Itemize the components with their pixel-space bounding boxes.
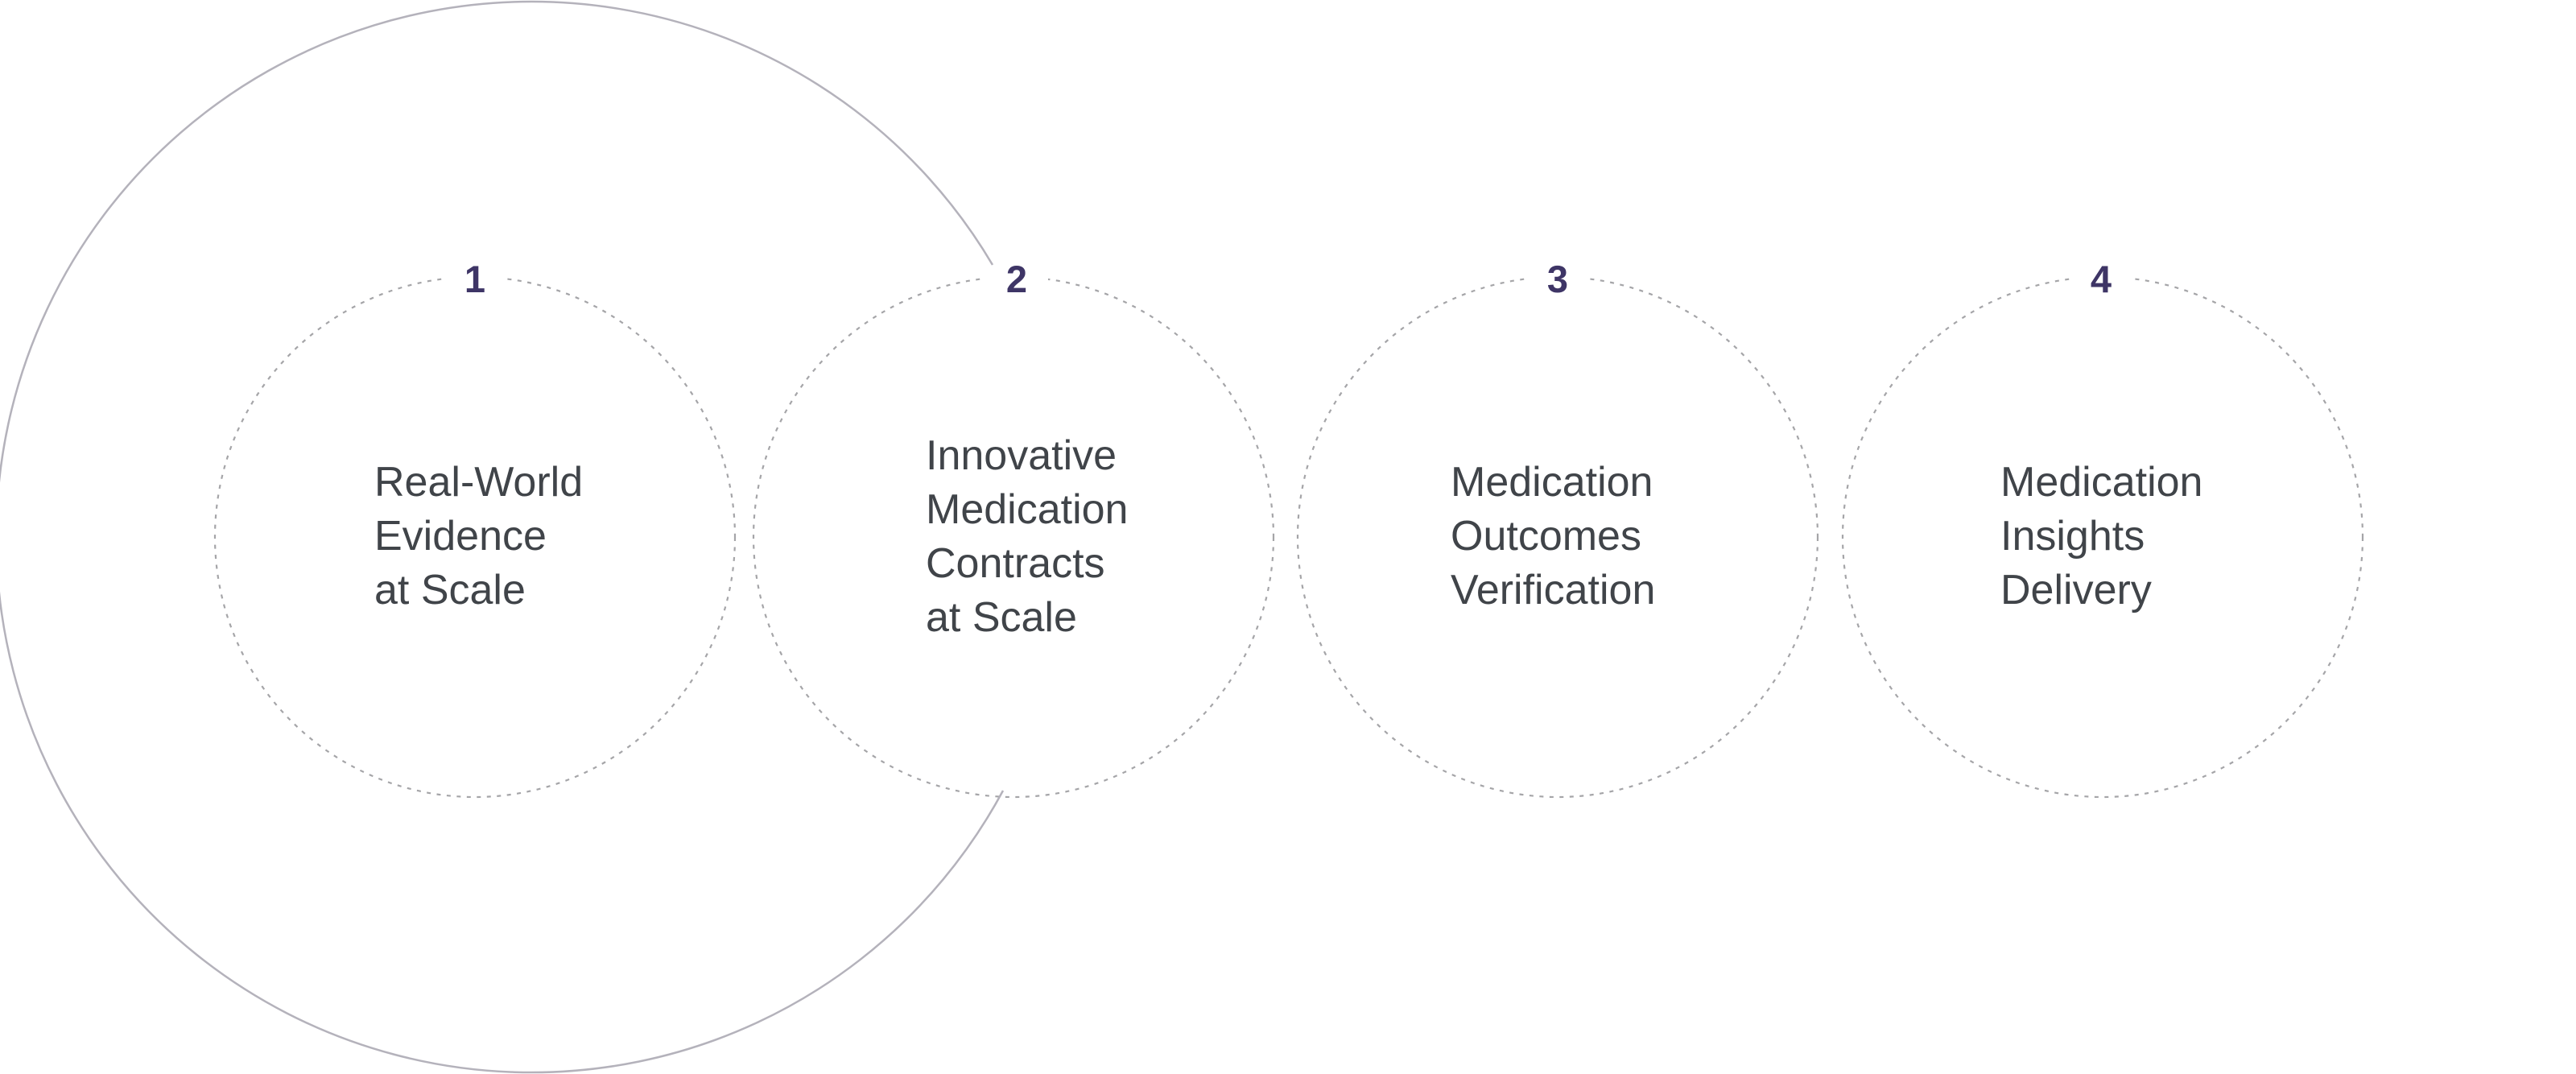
step-2-label: Innovative Medication Contracts at Scale	[926, 432, 1128, 641]
step-2-label-line-4: at Scale	[926, 594, 1077, 641]
step-2-number: 2	[1006, 258, 1027, 300]
step-3-circle	[1296, 275, 1819, 799]
step-4-number-patch	[2073, 254, 2132, 303]
step-2-label-line-1: Innovative	[926, 432, 1117, 479]
step-1-number: 1	[464, 258, 485, 300]
step-2-label-line-2: Medication	[926, 486, 1128, 533]
step-3-number-patch	[1528, 254, 1587, 303]
step-2-number-patch	[984, 254, 1048, 303]
step-1-label-line-2: Evidence	[374, 513, 547, 560]
step-1-label: Real-World Evidence at Scale	[374, 459, 583, 613]
step-4-label-line-2: Insights	[2000, 513, 2145, 560]
step-4-circle	[1841, 275, 2364, 799]
step-4-label-line-3: Delivery	[2000, 567, 2152, 613]
step-3-label-line-2: Outcomes	[1451, 513, 1641, 560]
step-4-label: Medication Insights Delivery	[2000, 459, 2202, 613]
step-2-circle	[752, 275, 1275, 799]
step-1-number-patch	[445, 254, 505, 303]
outer-circle	[0, 0, 1005, 1074]
step-3-number: 3	[1547, 258, 1568, 300]
step-4-label-line-1: Medication	[2000, 459, 2202, 506]
step-3-label: Medication Outcomes Verification	[1451, 459, 1655, 613]
step-1-circle	[213, 275, 737, 799]
step-1-label-line-3: at Scale	[374, 567, 526, 613]
step-4-number: 4	[2091, 258, 2112, 300]
step-2-label-line-3: Contracts	[926, 540, 1105, 587]
step-3-label-line-1: Medication	[1451, 459, 1653, 506]
step-1-label-line-1: Real-World	[374, 459, 583, 506]
step-3-label-line-3: Verification	[1451, 567, 1655, 613]
